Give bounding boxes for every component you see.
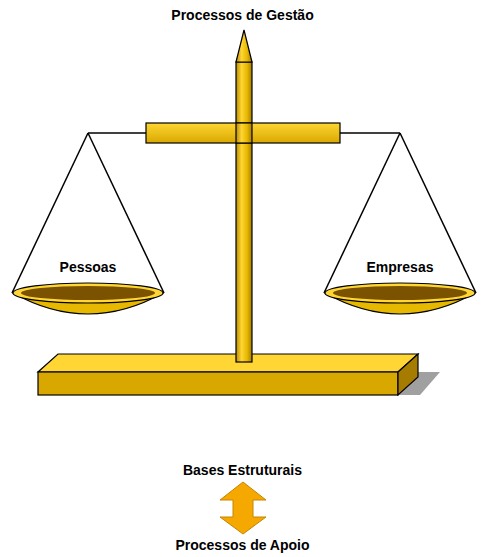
base-side xyxy=(398,354,418,395)
caption-label: Bases Estruturais xyxy=(0,462,485,478)
double-arrow xyxy=(220,482,266,534)
scale-pan: Empresas xyxy=(324,255,476,317)
scale-pointer xyxy=(236,30,252,62)
caption-label: Processos de Apoio xyxy=(0,537,485,553)
pole-segment xyxy=(236,123,252,143)
base-top xyxy=(38,354,418,372)
pan-label: Pessoas xyxy=(12,259,164,275)
scale-pan: Pessoas xyxy=(12,255,164,317)
pan-label: Empresas xyxy=(324,259,476,275)
scale-beam xyxy=(146,123,340,143)
scale-pole xyxy=(236,62,252,362)
caption-label: Processos de Gestão xyxy=(0,7,485,23)
base-front xyxy=(38,372,398,395)
